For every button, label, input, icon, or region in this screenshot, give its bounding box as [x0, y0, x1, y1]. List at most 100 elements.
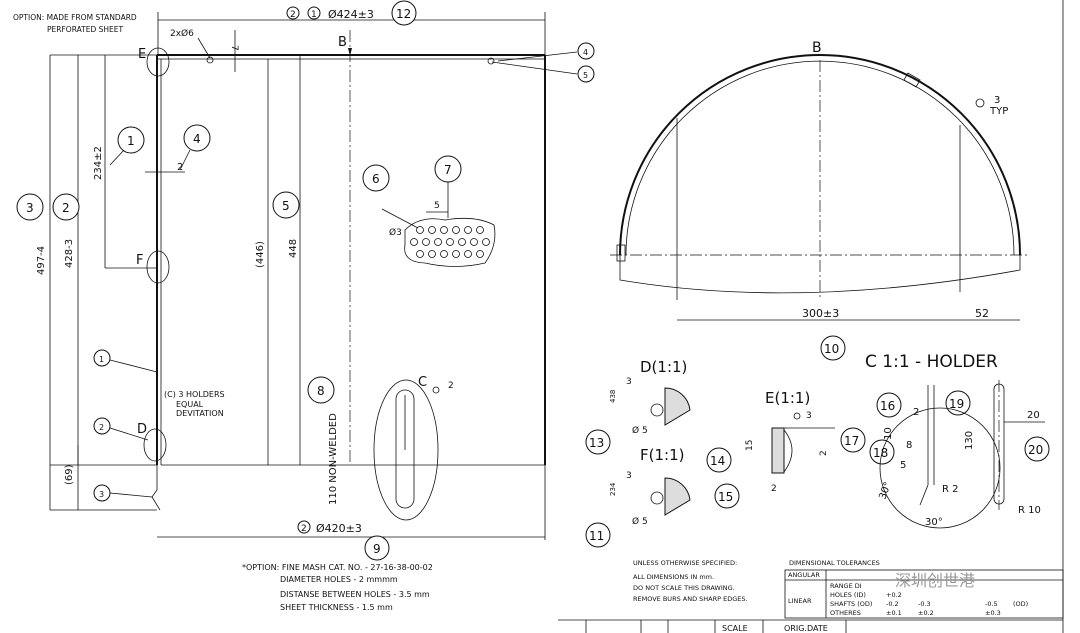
seven-dim: 7 — [229, 45, 239, 51]
leader-5 — [491, 61, 578, 75]
holder-angle-30a: 30° — [877, 481, 893, 501]
balloon-8-text: 8 — [317, 384, 325, 398]
orig-date-label: ORIG.DATE — [784, 624, 828, 633]
balloon-16-text: 16 — [880, 399, 895, 413]
detail-D-F: D(1:1) 3 438 Ø 5 13 F(1:1) 3 234 Ø 5 11 — [585, 358, 691, 548]
option-note-line2: PERFORATED SHEET — [47, 25, 124, 34]
detail-E-curl — [783, 429, 793, 473]
detail-E-2a: 2 — [819, 450, 829, 456]
holder-r2: R 2 — [942, 484, 959, 495]
watermark: 深圳创世港 — [895, 571, 975, 590]
leader-1 — [109, 149, 125, 166]
holder-dim-2: 2 — [913, 407, 919, 418]
detail-F-circle — [146, 250, 170, 284]
balloon-11 — [585, 522, 611, 548]
holder-r10: R 10 — [1018, 505, 1041, 516]
arc-outer — [619, 54, 1021, 256]
others-label: OTHERES — [830, 609, 861, 617]
holder-dim-130: 130 — [964, 431, 975, 450]
arc-end-clip — [616, 244, 626, 262]
balloon-2 — [52, 193, 80, 221]
weld-symbol-c — [432, 386, 440, 394]
arc-clip — [903, 72, 921, 88]
balloon-20 — [1024, 436, 1050, 462]
tol-v1: +0.2 — [886, 591, 902, 599]
balloon-4-text: 4 — [193, 132, 201, 146]
detail-D-title: D(1:1) — [640, 358, 687, 376]
weld-b-3: 3 — [994, 95, 1000, 106]
dim-448: 448 — [288, 239, 299, 258]
dim-428: 428-3 — [64, 239, 75, 268]
dim-69: (69) — [64, 464, 75, 485]
balloon-s2-text: 2 — [99, 423, 104, 432]
holes-label: HOLES (ID) — [830, 591, 866, 599]
range-label: RANGE DI — [830, 582, 862, 590]
balloon-19-text: 19 — [949, 397, 964, 411]
holders-note-1: (C) 3 HOLDERS — [164, 390, 225, 399]
holder-dim-8: 8 — [906, 440, 912, 451]
detail-E-circle — [146, 47, 170, 77]
perforated-patch — [404, 217, 496, 267]
view-B: B 3 TYP 300±3 52 10 — [610, 40, 1030, 361]
tol-v3: ±0.1 — [886, 609, 902, 617]
detail-E-label: E — [138, 47, 146, 62]
unless-3: DO NOT SCALE THIS DRAWING. — [633, 584, 735, 592]
detail-F-hole — [650, 491, 664, 505]
holders-note-3: DEVITATION — [176, 409, 224, 418]
dim-234: 234±2 — [93, 146, 104, 180]
balloon-12 — [391, 0, 417, 26]
dim-5: 5 — [434, 201, 440, 211]
balloon-tri-2b — [297, 520, 311, 534]
balloon-17 — [840, 427, 866, 453]
balloon-20-text: 20 — [1028, 443, 1043, 457]
detail-E-15: 15 — [745, 440, 755, 451]
hole-left — [206, 56, 214, 64]
tolerance-table — [784, 569, 1064, 619]
balloon-16 — [876, 392, 902, 418]
balloon-17-text: 17 — [844, 434, 859, 448]
detail-D-label: D — [137, 422, 147, 437]
tol-v4: -0.3 — [918, 600, 931, 608]
non-welded-note: 110 NON-WELDED — [328, 413, 339, 505]
balloon-9 — [364, 535, 390, 561]
detail-E-title: E(1:1) — [765, 389, 810, 407]
holders-note-2: EQUAL — [176, 400, 204, 409]
detail-F-label: F — [136, 253, 143, 268]
balloon-5 — [272, 191, 300, 219]
dim-52: 52 — [975, 307, 989, 320]
scale-label: SCALE — [722, 624, 748, 633]
balloon-s1 — [93, 349, 111, 367]
balloon-18-text: 18 — [873, 446, 888, 460]
balloon-14-text: 14 — [710, 454, 725, 468]
leader-s3 — [109, 492, 153, 498]
holder-dim-20: 20 — [1027, 410, 1040, 421]
holder-title: C 1:1 - HOLDER — [865, 352, 998, 372]
detail-F-234: 234 — [609, 482, 617, 496]
holder-bend — [919, 484, 929, 506]
balloon-4 — [183, 124, 211, 152]
balloon-tri-2 — [286, 6, 300, 20]
balloon-6 — [362, 164, 390, 192]
tol-v7: ±0.3 — [985, 609, 1001, 617]
balloon-9-text: 9 — [373, 542, 381, 556]
leader-4b — [179, 149, 191, 171]
balloon-3 — [16, 193, 44, 221]
balloon-s4 — [577, 42, 595, 60]
bottom-diameter-dim: Ø420±3 — [316, 522, 362, 535]
unless-4: REMOVE BURS AND SHARP EDGES. — [633, 595, 748, 603]
balloon-7-text: 7 — [444, 163, 452, 177]
holder-dim-5: 5 — [900, 460, 906, 471]
balloon-15 — [714, 483, 740, 509]
balloon-1-text: 1 — [127, 134, 135, 148]
holder-dim-10: 10 — [883, 427, 894, 440]
leader-6 — [381, 208, 419, 229]
weld-c-2: 2 — [448, 381, 454, 391]
bottom-option-1: *OPTION: FINE MASH CAT. NO. - 27-16-38-0… — [242, 563, 433, 572]
detail-D-circle — [143, 428, 167, 462]
detail-C-ellipse — [373, 379, 439, 521]
title-block: UNLESS OTHERWISE SPECIFIED: ALL DIMENSIO… — [558, 559, 1064, 633]
front-view: OPTION: MADE FROM STANDARD PERFORATED SH… — [13, 0, 595, 612]
leader-s1 — [109, 359, 158, 373]
detail-F-phi5: Ø 5 — [632, 516, 648, 527]
